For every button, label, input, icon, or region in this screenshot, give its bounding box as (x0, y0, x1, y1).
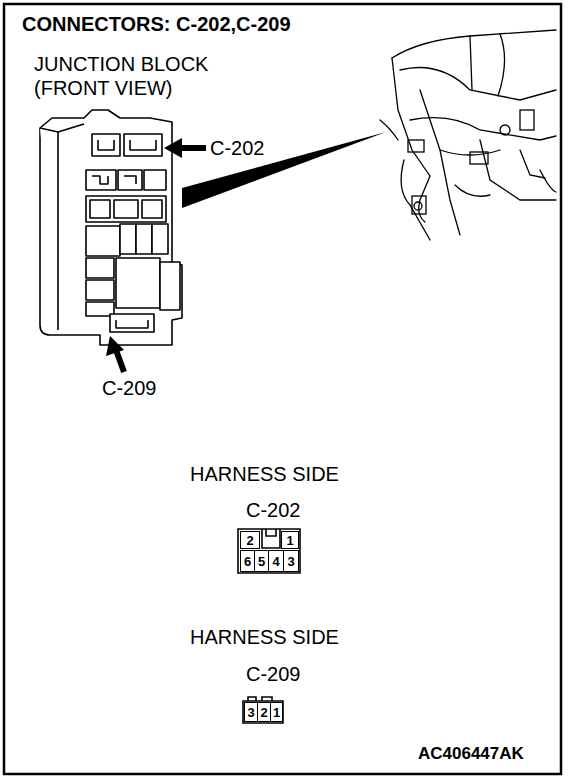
pin-cell: 3 (283, 550, 299, 572)
pin-number: 3 (247, 706, 254, 719)
pin-number: 6 (244, 555, 251, 568)
view-label: HARNESS SIDE (190, 625, 339, 649)
pin-cell: 5 (254, 550, 269, 572)
pin-cell: 2 (257, 702, 271, 722)
pin-cell: 4 (268, 550, 284, 572)
pin-number: 2 (260, 706, 267, 719)
pin-cell: 1 (281, 531, 299, 549)
title: CONNECTORS: C-202,C-209 (22, 12, 291, 36)
connector-label: C-209 (246, 662, 300, 686)
pin-cell: 1 (270, 702, 283, 722)
pin-cell: 3 (244, 702, 258, 722)
connector-label: C-202 (210, 136, 264, 160)
pin-cell: 2 (240, 531, 260, 549)
connector-label: C-209 (102, 376, 156, 400)
pin-number: 1 (273, 706, 280, 719)
pin-number: 1 (286, 534, 293, 547)
view-label: HARNESS SIDE (190, 462, 339, 486)
pin-number: 4 (272, 555, 279, 568)
component-name: JUNCTION BLOCK (FRONT VIEW) (34, 52, 224, 100)
connector-label: C-202 (246, 498, 300, 522)
pin-number: 3 (287, 555, 294, 568)
pin-number: 5 (258, 555, 265, 568)
pin-cell: 6 (240, 550, 255, 572)
pin-number: 2 (246, 534, 253, 547)
figure-code: AC406447AK (418, 744, 524, 764)
